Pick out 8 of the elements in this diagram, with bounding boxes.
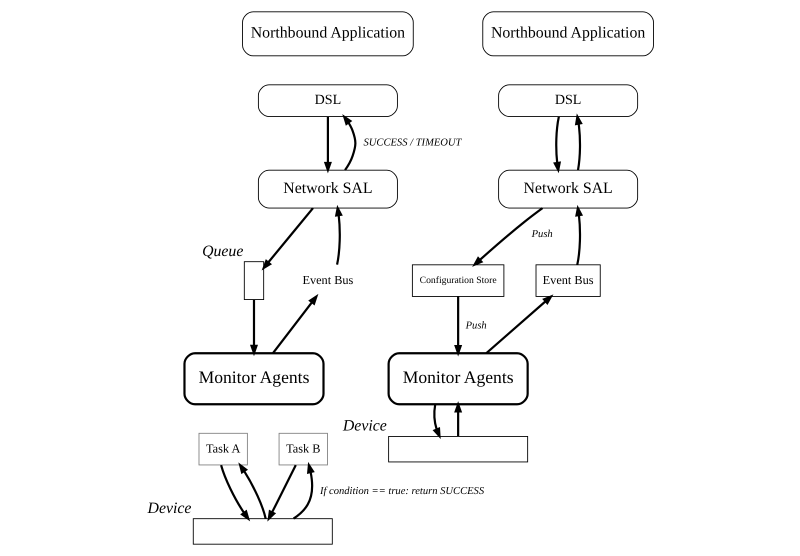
node-text: Event Bus	[302, 272, 353, 287]
edge-label: If condition == true: return SUCCESS	[319, 486, 484, 498]
edge-label: Push	[531, 229, 552, 240]
node-label: Device	[342, 418, 386, 435]
node-label: Queue	[202, 242, 243, 260]
edge-label: SUCCESS / TIMEOUT	[363, 138, 461, 149]
edge-label: Push	[465, 320, 486, 332]
node-label: Device	[147, 500, 191, 517]
